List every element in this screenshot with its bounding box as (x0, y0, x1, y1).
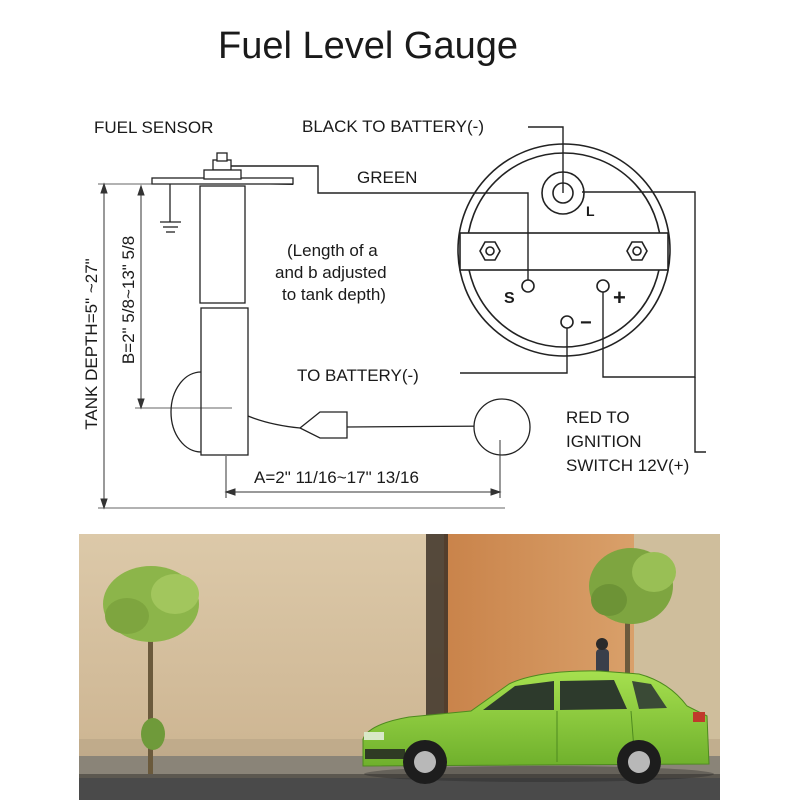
terminal-l-label: L (586, 203, 595, 219)
terminal-s-label: S (504, 290, 515, 307)
red-wire-label-1: RED TO (566, 408, 630, 427)
dimension-lines (98, 182, 505, 510)
tank-depth-label: TANK DEPTH=5" ~27" (82, 258, 101, 429)
right-tree (589, 548, 676, 764)
wires (231, 126, 706, 453)
red-wire-label-2: IGNITION (566, 432, 642, 451)
note-line-3: to tank depth) (282, 285, 386, 304)
road (79, 778, 720, 800)
terminal-plus-label: + (613, 285, 626, 310)
diagram-title: Fuel Level Gauge (218, 25, 518, 67)
green-wire-label: GREEN (357, 168, 417, 187)
a-dimension-label: A=2" 11/16~17" 13/16 (254, 468, 419, 487)
wall-shadow (426, 534, 448, 759)
fuel-sensor (151, 152, 531, 456)
fuel-sensor-label: FUEL SENSOR (94, 118, 213, 137)
note-line-1: (Length of a (287, 241, 378, 260)
note-line-2: and b adjusted (275, 263, 387, 282)
wiring-diagram: Fuel Level Gauge (82, 25, 706, 510)
red-wire-label-3: SWITCH 12V(+) (566, 456, 689, 475)
car-photo (79, 534, 720, 800)
green-car (362, 670, 714, 784)
terminal-minus-label: − (580, 312, 592, 334)
black-wire-label: BLACK TO BATTERY(-) (302, 117, 484, 136)
b-dimension-label: B=2" 5/8~13" 5/8 (119, 236, 138, 364)
to-battery-label: TO BATTERY(-) (297, 366, 419, 385)
gauge-back (457, 143, 671, 357)
left-tree (103, 566, 199, 774)
